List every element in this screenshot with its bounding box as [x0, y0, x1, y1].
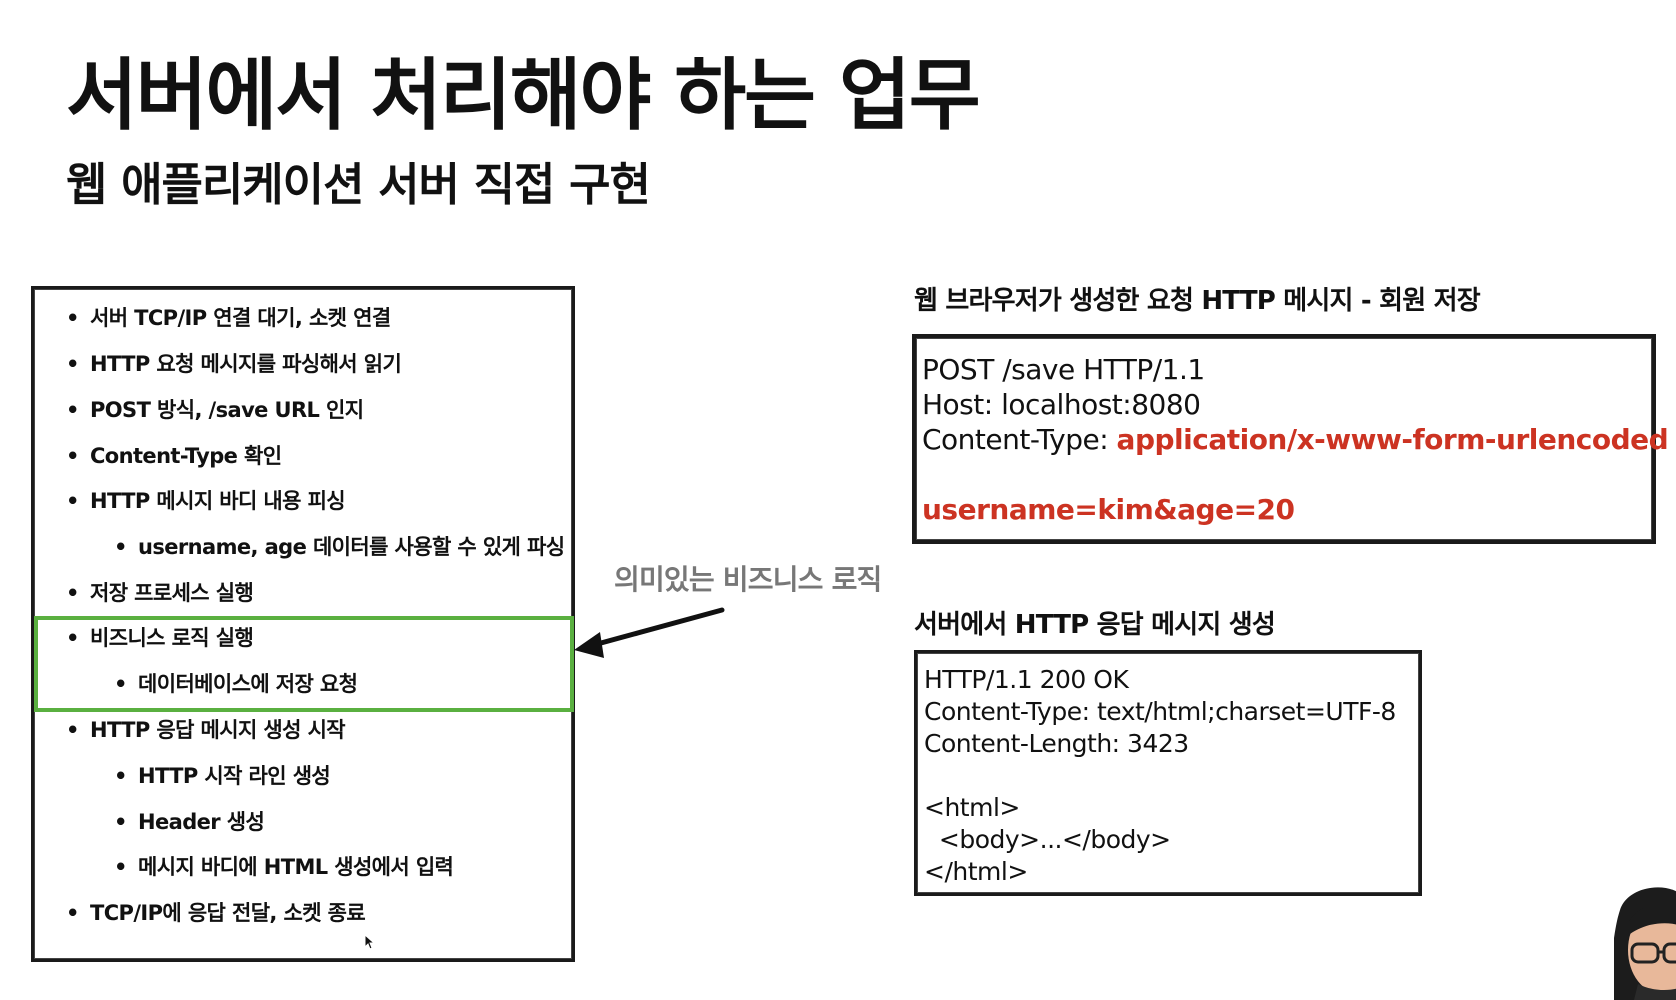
list-item-text: HTTP 요청 메시지를 파싱해서 읽기 [90, 352, 402, 376]
list-item-text: Header 생성 [138, 810, 265, 834]
bullet-icon: • [66, 581, 79, 605]
mouse-cursor-icon [364, 934, 376, 950]
list-item-text: 메시지 바디에 HTML 생성에서 입력 [138, 855, 454, 879]
response-content-length-header: Content-Length: 3423 [924, 729, 1189, 758]
list-item: • 메시지 바디에 HTML 생성에서 입력 [114, 855, 454, 879]
list-item: • POST 방식, /save URL 인지 [66, 398, 364, 422]
request-host-header: Host: localhost:8080 [922, 388, 1201, 421]
list-item-text: HTTP 메시지 바디 내용 피싱 [90, 489, 346, 513]
list-item: • 서버 TCP/IP 연결 대기, 소켓 연결 [66, 308, 391, 329]
list-item: • HTTP 시작 라인 생성 [114, 764, 331, 788]
request-heading: 웹 브라우저가 생성한 요청 HTTP 메시지 - 회원 저장 [914, 286, 1481, 316]
bullet-icon: • [114, 855, 127, 879]
list-item: • HTTP 메시지 바디 내용 피싱 [66, 489, 346, 513]
bullet-icon: • [114, 764, 127, 788]
list-item-text: Content-Type 확인 [90, 444, 282, 468]
response-body-line: <body>...</body> [924, 825, 1171, 854]
bullet-icon: • [66, 626, 79, 650]
list-item-text: username, age 데이터를 사용할 수 있게 파싱 [138, 535, 565, 559]
slide-title: 서버에서 처리해야 하는 업무 [66, 51, 981, 141]
list-item: • TCP/IP에 응답 전달, 소켓 종료 [66, 901, 366, 925]
request-body: username=kim&age=20 [922, 493, 1295, 526]
business-logic-highlight [34, 616, 574, 712]
bullet-icon: • [66, 489, 79, 513]
list-item: • HTTP 요청 메시지를 파싱해서 읽기 [66, 352, 402, 376]
list-item-text: 저장 프로세스 실행 [90, 581, 254, 605]
list-item-text: HTTP 시작 라인 생성 [138, 764, 331, 788]
response-body-line: <html> [924, 793, 1020, 822]
request-message-box [912, 334, 1656, 544]
bullet-icon: • [114, 672, 127, 696]
list-item-text: POST 방식, /save URL 인지 [90, 398, 364, 422]
request-content-type-header: Content-Type: application/x-www-form-url… [922, 423, 1669, 456]
list-item: • 데이터베이스에 저장 요청 [114, 672, 358, 696]
bullet-icon: • [114, 810, 127, 834]
arrow-left-icon [574, 607, 725, 658]
bullet-icon: • [66, 398, 79, 422]
list-item: • Header 생성 [114, 810, 265, 834]
slide-subtitle: 웹 애플리케이션 서버 직접 구현 [66, 158, 651, 211]
response-body-line: </html> [924, 857, 1028, 886]
list-item-text: 데이터베이스에 저장 요청 [138, 672, 358, 696]
header-name: Content-Type: [922, 423, 1117, 456]
response-content-type-header: Content-Type: text/html;charset=UTF-8 [924, 697, 1396, 726]
list-item: • username, age 데이터를 사용할 수 있게 파싱 [114, 535, 565, 559]
content-type-value: application/x-www-form-urlencoded [1116, 423, 1669, 456]
presenter-avatar [1614, 887, 1676, 1000]
list-item: • 저장 프로세스 실행 [66, 581, 254, 605]
list-item-text: 서버 TCP/IP 연결 대기, 소켓 연결 [90, 306, 391, 330]
list-item-text: 비즈니스 로직 실행 [90, 626, 254, 650]
bullet-icon: • [66, 306, 79, 330]
response-status-line: HTTP/1.1 200 OK [924, 665, 1129, 694]
list-item-text: TCP/IP에 응답 전달, 소켓 종료 [90, 901, 366, 925]
response-heading: 서버에서 HTTP 응답 메시지 생성 [914, 610, 1276, 640]
response-message-box [914, 650, 1422, 896]
list-item: • Content-Type 확인 [66, 444, 282, 468]
bullet-icon: • [66, 901, 79, 925]
callout-label: 의미있는 비즈니스 로직 [614, 563, 882, 596]
bullet-icon: • [66, 444, 79, 468]
list-item: • HTTP 응답 메시지 생성 시작 [66, 718, 346, 742]
bullet-icon: • [66, 718, 79, 742]
list-item: • 비즈니스 로직 실행 [66, 626, 254, 650]
bullet-icon: • [114, 535, 127, 559]
request-line: POST /save HTTP/1.1 [922, 353, 1205, 386]
bullet-icon: • [66, 352, 79, 376]
list-item-text: HTTP 응답 메시지 생성 시작 [90, 718, 346, 742]
